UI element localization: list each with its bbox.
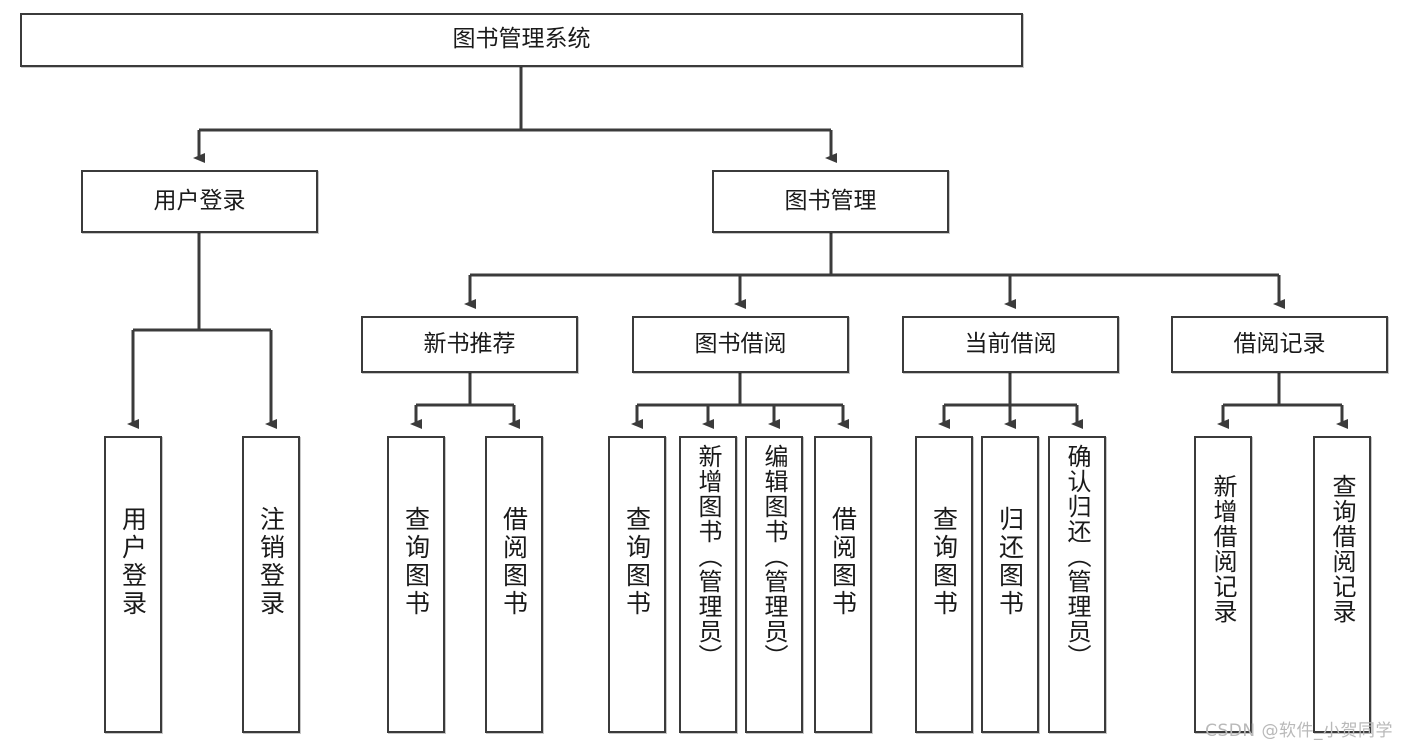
node-current-borrow[interactable]: 当前借阅 [902,316,1119,373]
node-leaf-user-login[interactable]: 用户登录 [104,436,162,733]
node-user-login[interactable]: 用户登录 [81,170,318,233]
node-new-book-recommend-label: 新书推荐 [423,330,516,357]
node-borrow-record[interactable]: 借阅记录 [1171,316,1388,373]
node-leaf-return-book[interactable]: 归还图书 [981,436,1039,733]
node-leaf-user-logout[interactable]: 注销登录 [242,436,300,733]
node-leaf-user-logout-label: 注销登录 [256,506,286,618]
node-leaf-confirm-return-label: 确认归还（管理员） [1063,444,1091,669]
node-leaf-query-book-2-label: 查询图书 [622,506,652,618]
node-leaf-query-record-label: 查询借阅记录 [1328,474,1356,624]
node-leaf-edit-book[interactable]: 编辑图书（管理员） [745,436,803,733]
node-leaf-add-book[interactable]: 新增图书（管理员） [679,436,737,733]
node-new-book-recommend[interactable]: 新书推荐 [361,316,578,373]
node-leaf-borrow-book-2[interactable]: 借阅图书 [814,436,872,733]
node-leaf-user-login-label: 用户登录 [118,506,148,618]
node-book-borrow-label: 图书借阅 [694,330,787,357]
node-leaf-borrow-book-1[interactable]: 借阅图书 [485,436,543,733]
node-leaf-query-book-2[interactable]: 查询图书 [608,436,666,733]
node-leaf-borrow-book-1-label: 借阅图书 [499,506,529,618]
node-leaf-edit-book-label: 编辑图书（管理员） [760,444,788,669]
node-book-borrow[interactable]: 图书借阅 [632,316,849,373]
node-leaf-add-record[interactable]: 新增借阅记录 [1194,436,1252,733]
node-leaf-query-book-3[interactable]: 查询图书 [915,436,973,733]
node-root-label: 图书管理系统 [452,26,591,53]
node-current-borrow-label: 当前借阅 [964,330,1057,357]
node-leaf-add-book-label: 新增图书（管理员） [694,444,722,669]
node-book-manage[interactable]: 图书管理 [712,170,949,233]
node-leaf-query-book-1-label: 查询图书 [401,506,431,618]
node-leaf-query-book-3-label: 查询图书 [929,506,959,618]
node-borrow-record-label: 借阅记录 [1233,330,1326,357]
node-leaf-borrow-book-2-label: 借阅图书 [828,506,858,618]
node-leaf-query-book-1[interactable]: 查询图书 [387,436,445,733]
node-leaf-confirm-return[interactable]: 确认归还（管理员） [1048,436,1106,733]
node-book-manage-label: 图书管理 [784,187,877,214]
node-user-login-label: 用户登录 [153,187,246,214]
node-root[interactable]: 图书管理系统 [20,13,1023,67]
node-leaf-query-record[interactable]: 查询借阅记录 [1313,436,1371,733]
node-leaf-add-record-label: 新增借阅记录 [1209,474,1237,624]
node-leaf-return-book-label: 归还图书 [995,506,1025,618]
